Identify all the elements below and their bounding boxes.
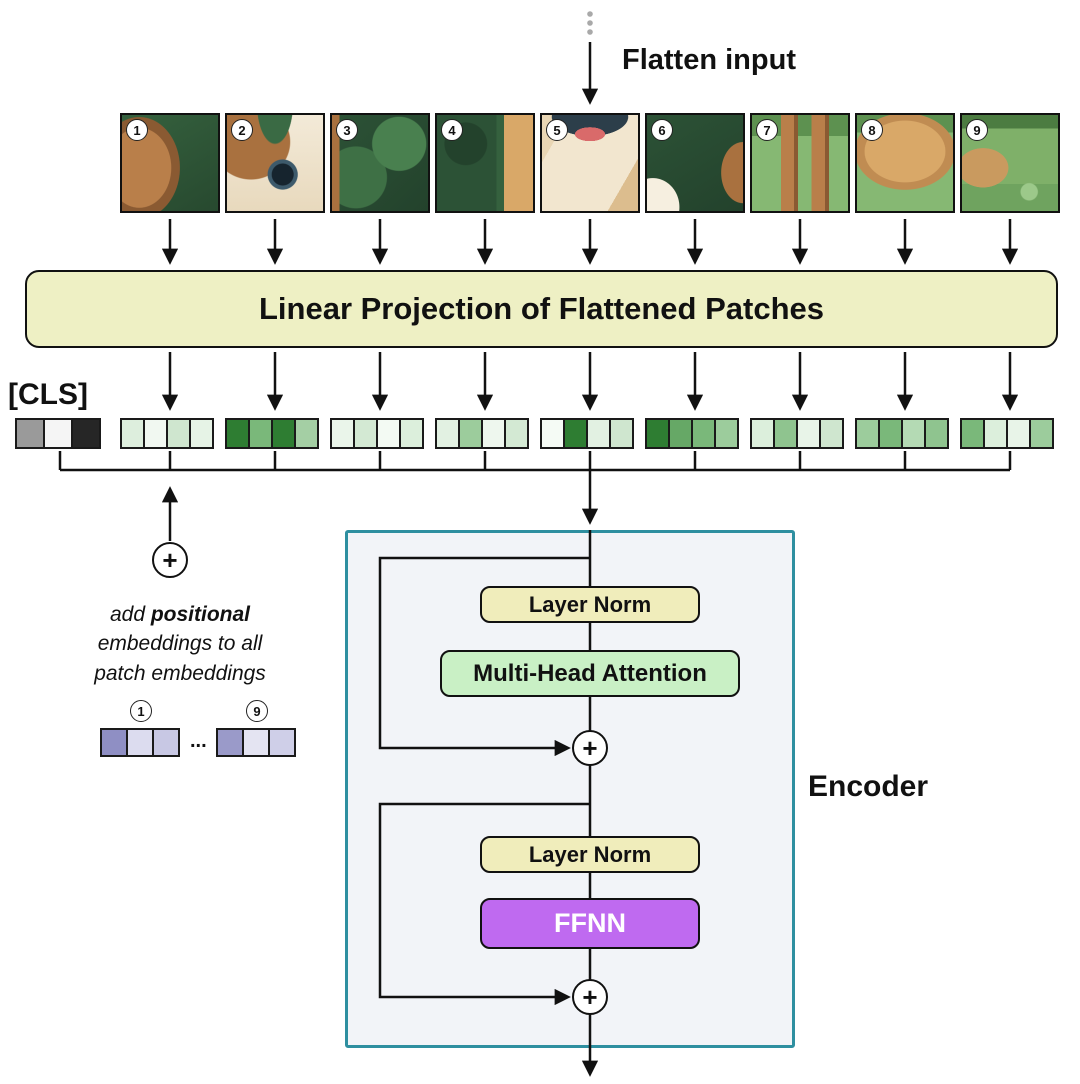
positional-note-line-1: add positional [109, 603, 251, 626]
embedding-cell [773, 418, 798, 449]
patch-number-badge: 9 [966, 119, 988, 141]
embedding-cell [126, 728, 154, 757]
embedding-cell [668, 418, 693, 449]
image-patch-5: 5 [540, 113, 640, 213]
residual-add-icon-2: + [572, 979, 608, 1015]
embedding-cell [714, 418, 739, 449]
linear-projection-label: Linear Projection of Flattened Patches [258, 291, 824, 326]
embedding-cell [819, 418, 844, 449]
flatten-input-label: Flatten input [622, 44, 796, 76]
cls-token [15, 418, 101, 449]
embedding-cell [268, 728, 296, 757]
positional-token-number-1: 1 [130, 700, 152, 722]
linear-projection-box: Linear Projection of Flattened Patches [25, 270, 1058, 348]
patch-embedding-8 [855, 418, 949, 449]
ffnn-box: FFNN [480, 898, 700, 949]
image-patch-2: 2 [225, 113, 325, 213]
token-collect-bracket [58, 451, 1012, 472]
embedding-cell [960, 418, 985, 449]
patch-number-badge: 3 [336, 119, 358, 141]
positional-embedding-1 [100, 728, 180, 757]
embedding-cell [294, 418, 319, 449]
embedding-cell [166, 418, 191, 449]
patch-number-badge: 7 [756, 119, 778, 141]
image-patch-3: 3 [330, 113, 430, 213]
cls-label: [CLS] [8, 378, 88, 411]
embedding-cell [1029, 418, 1054, 449]
positional-token-number-9: 9 [246, 700, 268, 722]
flatten-dots [587, 11, 593, 35]
embedding-cell [330, 418, 355, 449]
patch-number-badge: 5 [546, 119, 568, 141]
residual-add-icon-1: + [572, 730, 608, 766]
embedding-cell [901, 418, 926, 449]
embedding-cell [855, 418, 880, 449]
positional-note-line-2: embeddings to all [97, 632, 263, 656]
embedding-cell [120, 418, 145, 449]
embedding-cell [750, 418, 775, 449]
embedding-cell [878, 418, 903, 449]
embedding-cell [71, 418, 101, 449]
embedding-cell [983, 418, 1008, 449]
embedding-cell [353, 418, 378, 449]
embedding-cell [43, 418, 73, 449]
embedding-cell [796, 418, 821, 449]
patch-embedding-5 [540, 418, 634, 449]
embedding-cell [399, 418, 424, 449]
patch-embedding-2 [225, 418, 319, 449]
patch-number-badge: 4 [441, 119, 463, 141]
embedding-cell [458, 418, 483, 449]
image-patch-9: 9 [960, 113, 1060, 213]
multi-head-attention-box: Multi-Head Attention [440, 650, 740, 697]
embedding-cell [15, 418, 45, 449]
embedding-cell [504, 418, 529, 449]
patch-embedding-7 [750, 418, 844, 449]
embedding-cell [609, 418, 634, 449]
layer-norm-2-box: Layer Norm [480, 836, 700, 873]
embedding-cell [216, 728, 244, 757]
patch-number-badge: 2 [231, 119, 253, 141]
embedding-cell [152, 728, 180, 757]
embedding-cell [1006, 418, 1031, 449]
positional-embedding-9 [216, 728, 296, 757]
embedding-cell [143, 418, 168, 449]
positional-ellipsis: ... [190, 730, 207, 752]
embedding-cell [435, 418, 460, 449]
embedding-cell [481, 418, 506, 449]
embedding-cell [189, 418, 214, 449]
positional-note-line-3: patch embeddings [94, 661, 266, 685]
embedding-cell [242, 728, 270, 757]
embedding-cell [691, 418, 716, 449]
image-patch-8: 8 [855, 113, 955, 213]
patch-embedding-4 [435, 418, 529, 449]
projection-to-token-arrows [161, 352, 1019, 411]
image-patch-6: 6 [645, 113, 745, 213]
embedding-cell [586, 418, 611, 449]
embedding-cell [248, 418, 273, 449]
image-patch-7: 7 [750, 113, 850, 213]
image-patch-4: 4 [435, 113, 535, 213]
patch-number-badge: 6 [651, 119, 673, 141]
layer-norm-1-box: Layer Norm [480, 586, 700, 623]
patch-embedding-3 [330, 418, 424, 449]
embedding-cell [563, 418, 588, 449]
patch-to-projection-arrows [161, 219, 1019, 265]
positional-add-icon: + [152, 542, 188, 578]
positional-note: add positional embeddings to all patch e… [58, 600, 302, 688]
embedding-cell [540, 418, 565, 449]
patch-number-badge: 1 [126, 119, 148, 141]
encoder-label: Encoder [808, 770, 929, 803]
embedding-cell [376, 418, 401, 449]
image-patch-1: 1 [120, 113, 220, 213]
embedding-cell [100, 728, 128, 757]
patch-number-badge: 8 [861, 119, 883, 141]
patch-embedding-9 [960, 418, 1054, 449]
patch-embedding-1 [120, 418, 214, 449]
embedding-cell [271, 418, 296, 449]
embedding-cell [645, 418, 670, 449]
patch-embedding-6 [645, 418, 739, 449]
embedding-cell [924, 418, 949, 449]
embedding-cell [225, 418, 250, 449]
